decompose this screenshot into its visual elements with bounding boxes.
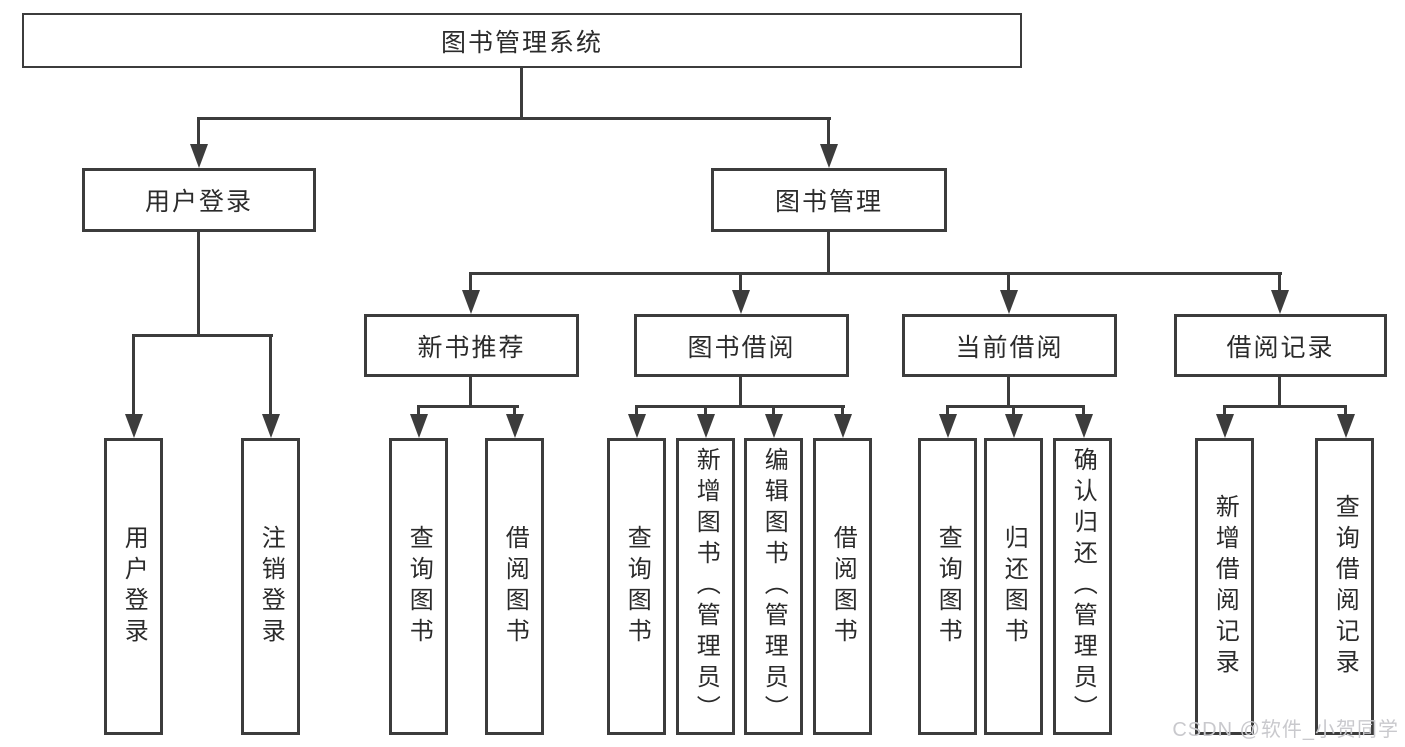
leaf-label: 注销登录	[257, 524, 285, 649]
connector-line	[635, 405, 638, 418]
connector-line	[417, 405, 420, 418]
connector-line	[469, 377, 472, 408]
arrowhead-down-icon	[939, 414, 957, 438]
connector-line	[417, 405, 519, 408]
connector-line	[469, 272, 1282, 275]
leaf-label: 确认归还（管理员）	[1069, 447, 1097, 726]
node-label: 图书借阅	[687, 333, 796, 362]
connector-line	[739, 272, 742, 293]
leaf-return-books: 归还图书	[984, 438, 1043, 735]
connector-line	[269, 334, 272, 418]
leaf-label: 查询借阅记录	[1331, 493, 1359, 680]
connector-line	[827, 232, 830, 274]
node-label: 新书推荐	[417, 333, 526, 362]
connector-line	[1223, 405, 1226, 418]
leaf-label: 新增图书（管理员）	[692, 447, 720, 726]
connector-line	[1007, 377, 1010, 408]
connector-line	[132, 334, 135, 418]
node-borrowing-records: 借阅记录	[1174, 314, 1387, 377]
connector-line	[704, 405, 707, 418]
connector-line	[1012, 405, 1015, 418]
arrowhead-down-icon	[1000, 290, 1018, 314]
connector-line	[841, 405, 844, 418]
arrowhead-down-icon	[732, 290, 750, 314]
leaf-add-books-admin: 新增图书（管理员）	[676, 438, 735, 735]
leaf-label: 借阅图书	[501, 524, 529, 649]
connector-line	[635, 405, 845, 408]
arrowhead-down-icon	[1216, 414, 1234, 438]
connector-line	[946, 405, 1085, 408]
connector-line	[197, 117, 200, 150]
connector-line	[739, 377, 742, 408]
arrowhead-down-icon	[765, 414, 783, 438]
node-label: 用户登录	[144, 188, 253, 216]
leaf-query-books-borrowing: 查询图书	[607, 438, 666, 735]
leaf-label: 查询图书	[623, 524, 651, 649]
arrowhead-down-icon	[1271, 290, 1289, 314]
node-library-management-system: 图书管理系统	[22, 13, 1022, 68]
leaf-label: 查询图书	[405, 524, 433, 649]
connector-line	[197, 232, 200, 336]
connector-line	[1082, 405, 1085, 418]
arrowhead-down-icon	[462, 290, 480, 314]
arrowhead-down-icon	[410, 414, 428, 438]
leaf-label: 归还图书	[1000, 524, 1028, 649]
arrowhead-down-icon	[506, 414, 524, 438]
leaf-edit-books-admin: 编辑图书（管理员）	[744, 438, 803, 735]
arrowhead-down-icon	[697, 414, 715, 438]
connector-line	[1344, 405, 1347, 418]
arrowhead-down-icon	[262, 414, 280, 438]
leaf-label: 新增借阅记录	[1211, 493, 1239, 680]
connector-line	[197, 117, 831, 120]
connector-line	[1278, 377, 1281, 408]
leaf-label: 用户登录	[120, 524, 148, 649]
connector-line	[520, 68, 523, 119]
node-current-borrowing: 当前借阅	[902, 314, 1117, 377]
leaf-add-borrow-record: 新增借阅记录	[1195, 438, 1254, 735]
connector-line	[1223, 405, 1347, 408]
connector-line	[469, 272, 472, 293]
leaf-user-login: 用户登录	[104, 438, 163, 735]
connector-line	[513, 405, 516, 418]
node-label: 借阅记录	[1226, 333, 1335, 362]
csdn-watermark: CSDN @软件_小贺同学	[1172, 719, 1399, 741]
node-user-login: 用户登录	[82, 168, 316, 232]
connector-line	[772, 405, 775, 418]
node-book-management: 图书管理	[711, 168, 947, 232]
arrowhead-down-icon	[1075, 414, 1093, 438]
leaf-borrow-books-recommend: 借阅图书	[485, 438, 544, 735]
arrowhead-down-icon	[628, 414, 646, 438]
leaf-label: 借阅图书	[829, 524, 857, 649]
node-label: 图书管理	[774, 188, 883, 216]
node-new-book-recommendation: 新书推荐	[364, 314, 579, 377]
leaf-label: 编辑图书（管理员）	[760, 447, 788, 726]
connector-line	[132, 334, 273, 337]
leaf-label: 查询图书	[934, 524, 962, 649]
arrowhead-down-icon	[190, 144, 208, 168]
leaf-confirm-return-admin: 确认归还（管理员）	[1053, 438, 1112, 735]
arrowhead-down-icon	[1005, 414, 1023, 438]
leaf-query-borrow-record: 查询借阅记录	[1315, 438, 1374, 735]
connector-line	[1007, 272, 1010, 293]
arrowhead-down-icon	[1337, 414, 1355, 438]
leaf-query-books-current: 查询图书	[918, 438, 977, 735]
leaf-borrow-books: 借阅图书	[813, 438, 872, 735]
leaf-logout: 注销登录	[241, 438, 300, 735]
arrowhead-down-icon	[834, 414, 852, 438]
node-label: 图书管理系统	[440, 28, 603, 57]
connector-line	[946, 405, 949, 418]
arrowhead-down-icon	[820, 144, 838, 168]
connector-line	[827, 117, 830, 150]
arrowhead-down-icon	[125, 414, 143, 438]
connector-line	[1278, 272, 1281, 293]
node-book-borrowing: 图书借阅	[634, 314, 849, 377]
leaf-query-books-recommend: 查询图书	[389, 438, 448, 735]
node-label: 当前借阅	[955, 333, 1064, 362]
